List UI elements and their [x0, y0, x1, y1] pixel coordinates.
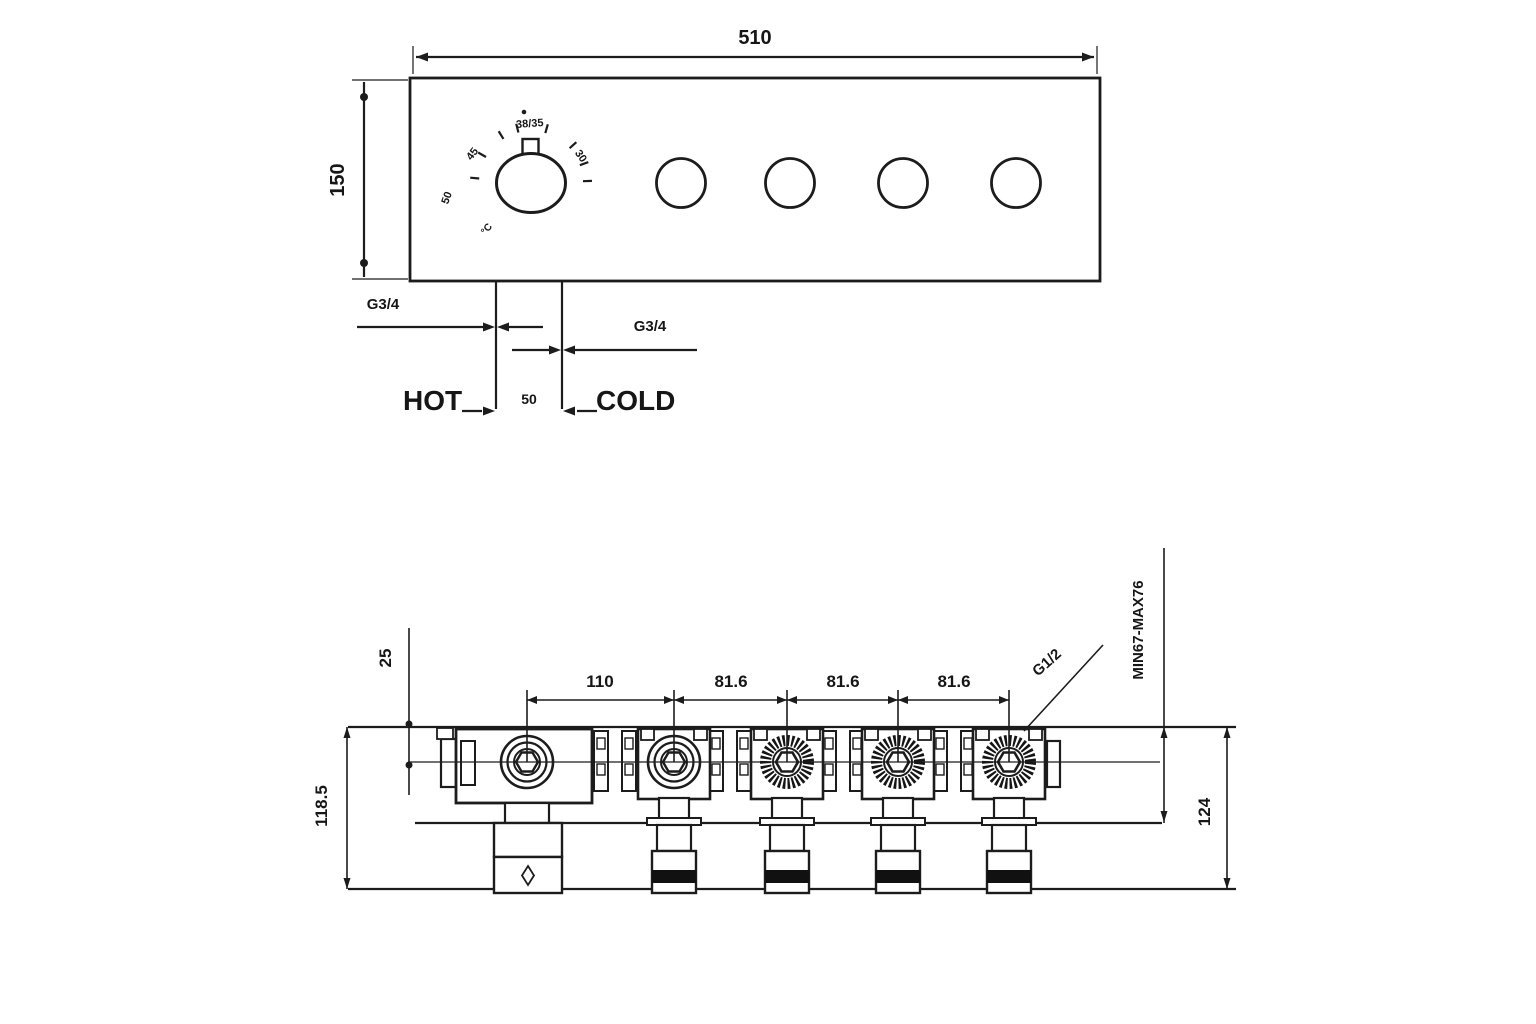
- diverter-button-4: [990, 157, 1042, 209]
- dial-mark-50: 50: [439, 190, 454, 206]
- thermostat-dial: 38/35 45 50 30 °C: [439, 109, 593, 237]
- diverter-button-2: [764, 157, 816, 209]
- left-end-cap: [439, 737, 458, 789]
- inlet-labels: HOT 50 COLD: [403, 385, 675, 416]
- thermostat-cartridge-unit: [436, 727, 594, 895]
- height-dimension-label: 150: [327, 163, 349, 196]
- face-to-center-dimension: 25: [376, 628, 413, 795]
- cold-inlet-dimension: G3/4: [512, 318, 697, 355]
- install-depth-label: MIN67-MAX76: [1130, 580, 1147, 679]
- coupler-4: [932, 730, 976, 792]
- dial-mark-30: 30: [572, 148, 589, 165]
- coupler-3: [821, 730, 865, 792]
- cold-thread-label: G3/4: [634, 318, 667, 335]
- right-end-cap: [1045, 739, 1062, 789]
- front-view: 510 150 38/35: [327, 27, 1102, 416]
- valve-spacing-dimensions: 110 81.6 81.6 81.6: [526, 672, 1010, 762]
- hot-thread-label: G3/4: [367, 296, 400, 313]
- dial-tick: [477, 151, 487, 158]
- height-dimension: 150: [327, 79, 408, 280]
- inlet-spacing-label: 50: [521, 391, 537, 407]
- dial-tick: [470, 176, 480, 180]
- cold-label: COLD: [596, 385, 675, 416]
- right-height-dimension: 124: [1195, 727, 1231, 889]
- outlet-thread-callout: G1/2: [1023, 644, 1104, 732]
- dial-tick: [515, 123, 520, 133]
- dial-mark-45: 45: [464, 146, 481, 163]
- coupler-1: [593, 730, 637, 792]
- diverter-button-3: [877, 157, 929, 209]
- spacing-label-3: 81.6: [826, 672, 859, 691]
- right-height-label: 124: [1195, 797, 1214, 826]
- install-depth-dimension: MIN67-MAX76: [1130, 548, 1168, 823]
- side-view: 25 110 81.6 81.6 81.6 118.5: [312, 548, 1236, 895]
- dial-mark-top: 38/35: [516, 117, 544, 131]
- leader-line: [1023, 644, 1104, 732]
- diamond-mark-icon: [520, 864, 536, 887]
- dial-safety-dot: [521, 109, 527, 115]
- dial-knob: [495, 152, 567, 214]
- spacing-label-4: 81.6: [937, 672, 970, 691]
- left-height-dimension: 118.5: [312, 727, 351, 889]
- width-dimension-label: 510: [738, 27, 771, 49]
- left-height-label: 118.5: [312, 785, 331, 827]
- dial-tick: [579, 161, 589, 167]
- outlet-thread-label: G1/2: [1029, 645, 1065, 679]
- dial-tick: [497, 130, 505, 140]
- coupler-2: [708, 730, 752, 792]
- diverter-buttons: [655, 157, 1042, 209]
- dial-tick: [544, 124, 549, 134]
- dial-index-tab: [521, 137, 540, 156]
- hot-inlet-dimension: G3/4: [357, 296, 543, 332]
- dial-tick: [568, 141, 578, 150]
- spacing-label-1: 110: [586, 672, 613, 691]
- diverter-button-1: [655, 157, 707, 209]
- hot-label: HOT: [403, 385, 462, 416]
- face-to-center-label: 25: [376, 649, 395, 668]
- dial-scale-ticks: [470, 123, 593, 183]
- spacing-label-2: 81.6: [714, 672, 747, 691]
- width-dimension: 510: [412, 27, 1098, 74]
